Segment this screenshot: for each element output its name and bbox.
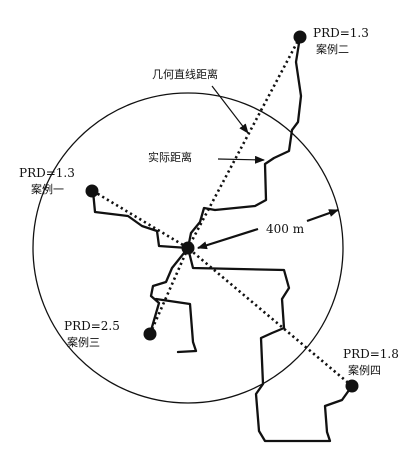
case-1-name: 案例一	[31, 182, 64, 196]
case-3-name: 案例三	[67, 335, 100, 349]
actual-route-case-4	[186, 246, 354, 443]
station-marker	[181, 241, 195, 255]
case-2-name: 案例二	[316, 42, 349, 56]
straight-line-case-4	[187, 247, 353, 387]
callouts	[197, 85, 339, 250]
case-3-prd: PRD=2.5	[64, 319, 120, 333]
straight-line-case-2	[186, 36, 302, 249]
arrow-radius-outer	[306, 208, 339, 223]
straight-line-case-3	[148, 247, 190, 335]
case-1-marker	[85, 184, 99, 198]
actual-route-case-1	[91, 189, 190, 250]
case-4-name: 案例四	[348, 363, 381, 377]
label-radius: 400 m	[266, 222, 305, 236]
actual-route-case-2	[186, 35, 303, 250]
case-2-prd: PRD=1.3	[313, 26, 369, 40]
straight-line-case-1	[92, 189, 189, 250]
arrow-actual-distance	[217, 155, 265, 164]
actual-routes	[91, 35, 354, 443]
case-4-prd: PRD=1.8	[343, 347, 399, 361]
label-actual-distance: 实际距离	[148, 150, 192, 164]
arrow-radius-inner	[197, 227, 259, 250]
case-2-marker	[293, 30, 307, 44]
actual-route-case-3	[148, 246, 198, 354]
label-straight-distance: 几何直线距离	[152, 67, 218, 81]
catchment-circle	[32, 92, 344, 404]
points	[85, 30, 359, 393]
straight-lines	[92, 36, 353, 387]
case-1-prd: PRD=1.3	[19, 166, 75, 180]
case-3-marker	[143, 327, 157, 341]
case-4-marker	[345, 379, 359, 393]
arrow-straight-distance	[211, 85, 249, 134]
